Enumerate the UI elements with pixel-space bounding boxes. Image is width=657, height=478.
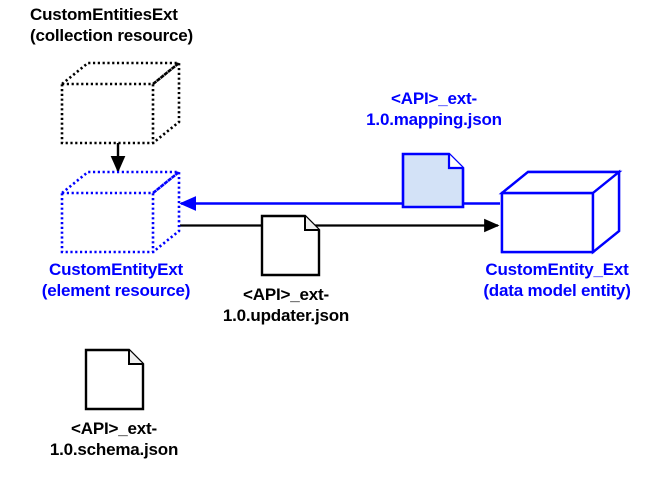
cube-right-face <box>591 169 621 255</box>
cube-front-face <box>60 191 155 254</box>
label-updater-json: <API>_ext- 1.0.updater.json <box>196 284 376 326</box>
cube-element-resource <box>60 169 183 254</box>
label-element-resource: CustomEntityExt (element resource) <box>16 259 216 301</box>
element-resource-subtitle: (element resource) <box>41 281 191 300</box>
updater-json-line2: 1.0.updater.json <box>222 306 350 325</box>
updater-json-line1: <API>_ext- <box>243 285 329 304</box>
schema-json-line2: 1.0.schema.json <box>49 440 179 459</box>
label-data-model-entity: CustomEntity_Ext (data model entity) <box>457 259 657 301</box>
cube-front-face <box>500 191 595 254</box>
cube-data-model-entity <box>498 169 623 255</box>
data-model-entity-subtitle: (data model entity) <box>483 281 631 300</box>
cube-right-face <box>152 169 181 254</box>
cube-collection-resource <box>60 60 183 145</box>
element-resource-name: CustomEntityExt <box>49 260 183 279</box>
document-folded-corner <box>304 216 319 231</box>
cube-top-face <box>61 61 183 86</box>
mapping-json-line2: 1.0.mapping.json <box>366 110 502 129</box>
cube-front-face <box>60 82 155 145</box>
collection-resource-subtitle: (collection resource) <box>30 26 194 45</box>
label-mapping-json: <API>_ext- 1.0.mapping.json <box>334 88 534 130</box>
label-collection-resource: CustomEntitiesExt (collection resource) <box>30 4 193 46</box>
document-updater-json <box>260 214 321 277</box>
cube-top-face <box>61 170 183 195</box>
document-folded-corner <box>128 350 143 365</box>
mapping-json-line1: <API>_ext- <box>391 89 477 108</box>
cube-right-face <box>152 60 181 145</box>
collection-resource-name: CustomEntitiesExt <box>30 5 178 24</box>
schema-json-line1: <API>_ext- <box>71 419 157 438</box>
label-schema-json: <API>_ext- 1.0.schema.json <box>20 418 208 460</box>
document-folded-corner <box>447 154 463 170</box>
data-model-entity-name: CustomEntity_Ext <box>485 260 629 279</box>
document-mapping-json <box>401 152 465 209</box>
document-schema-json <box>84 348 145 411</box>
